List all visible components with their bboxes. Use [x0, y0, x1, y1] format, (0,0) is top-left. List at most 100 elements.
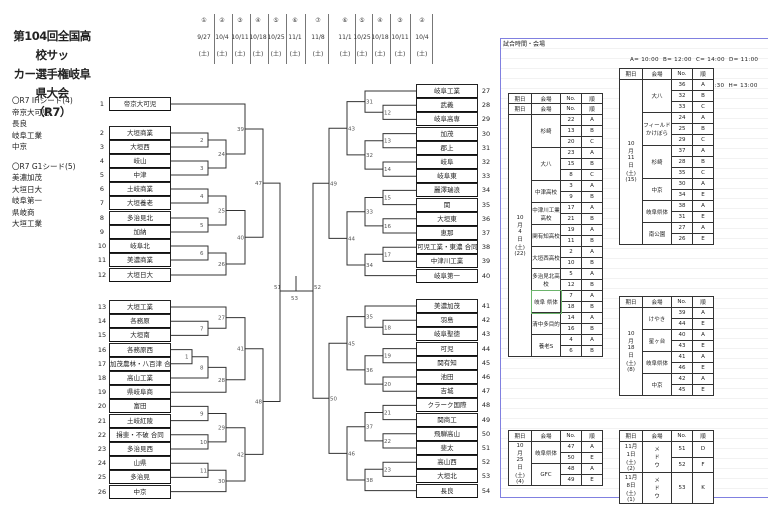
- venue: 中京: [642, 373, 672, 396]
- slot-number: 3: [99, 143, 105, 151]
- col-header: 会場: [531, 430, 561, 442]
- match-no: 43: [671, 340, 693, 352]
- match-number: 50: [330, 396, 337, 402]
- match-no: 36: [671, 79, 693, 91]
- kickoff-slot: A: [581, 463, 603, 475]
- match-no: 16: [560, 323, 582, 335]
- match-no: 32: [671, 90, 693, 102]
- match-no: 14: [560, 312, 582, 324]
- kickoff-slot: A: [581, 147, 603, 159]
- bracket-line: [263, 182, 281, 403]
- match-number: 49: [330, 181, 337, 187]
- slot-number: 48: [481, 401, 491, 410]
- tournament-title: 第104回全国高校サッ カー選手権岐阜県大会 （R7）: [12, 27, 92, 122]
- match-no: 30: [671, 178, 693, 190]
- round-date: 11/1: [338, 34, 352, 41]
- round-day: (土): [234, 51, 246, 58]
- venue: メドウ: [642, 441, 672, 473]
- match-number: 8: [200, 365, 204, 371]
- slot-number: 43: [481, 330, 491, 339]
- col-header: 期日: [508, 430, 532, 442]
- match-no: 10: [560, 257, 582, 269]
- round-day: (土): [339, 51, 351, 58]
- seed-team: 長良: [12, 119, 27, 128]
- kickoff-slot: A: [581, 334, 603, 346]
- slot-number: 30: [481, 129, 491, 138]
- match-number: 25: [218, 209, 225, 215]
- kickoff-slot: C: [692, 101, 714, 113]
- match-no: 25: [671, 123, 693, 135]
- round-day: (土): [356, 51, 368, 58]
- bracket-line: [171, 349, 193, 365]
- venue: 杉崎: [531, 114, 561, 148]
- match-no: 44: [671, 318, 693, 330]
- match-number: 51: [274, 285, 281, 291]
- match-no: 3: [560, 180, 582, 192]
- kickoff-slot: A: [581, 180, 603, 192]
- team-slot: 多治見: [109, 470, 171, 485]
- slot-number: 41: [481, 302, 491, 310]
- team-slot: 大垣商業: [109, 126, 171, 140]
- col-header: No.: [560, 103, 582, 115]
- kickoff-slot: A: [581, 246, 603, 258]
- slot-number: 1: [99, 100, 105, 108]
- venue: フィールドかけぼら: [642, 112, 672, 146]
- title-line: カー選手権岐阜県大会: [13, 67, 92, 100]
- round-divider: [268, 14, 269, 64]
- team-slot: 大垣日大: [109, 268, 171, 282]
- team-slot: 岐山: [109, 154, 171, 168]
- slot-number: 8: [99, 214, 105, 222]
- round-no: ⑥: [292, 17, 298, 24]
- round-date: 9/27: [197, 34, 211, 41]
- slot-number: 28: [481, 101, 491, 110]
- round-no: ②: [419, 17, 425, 24]
- match-no: 11: [560, 235, 582, 247]
- venue: 養老S: [531, 334, 561, 357]
- match-no: 37: [671, 145, 693, 157]
- slot-number: 19: [97, 388, 107, 397]
- team-slot: 羽島: [416, 313, 478, 328]
- match-no: 18: [560, 301, 582, 313]
- round-divider: [328, 14, 329, 64]
- kickoff-slot: C: [692, 134, 714, 146]
- seed-team: 大垣工業: [12, 219, 42, 228]
- match-no: 27: [671, 222, 693, 234]
- kickoff-slot: A: [692, 351, 714, 363]
- col-header: No.: [560, 430, 582, 442]
- slot-number: 38: [481, 243, 491, 252]
- match-no: 35: [671, 167, 693, 179]
- sheet-title: 試合時間・会場: [503, 41, 546, 48]
- round-date: 10/18: [371, 34, 389, 41]
- match-number: 6: [200, 251, 204, 257]
- round-no: ①: [201, 17, 207, 24]
- kickoff-slot: A: [692, 200, 714, 212]
- kickoff-slot: E: [581, 474, 603, 486]
- slot-number: 27: [481, 87, 491, 95]
- team-slot: 加納: [109, 225, 171, 239]
- round-day: (土): [312, 51, 324, 58]
- match-no: 19: [560, 224, 582, 236]
- kickoff-slot: A: [692, 79, 714, 91]
- match-no: 29: [671, 134, 693, 146]
- team-slot: 岐阜工業: [416, 84, 478, 98]
- match-no: 51: [671, 441, 693, 458]
- kickoff-slot: E: [692, 211, 714, 223]
- kickoff-slot: E: [692, 318, 714, 330]
